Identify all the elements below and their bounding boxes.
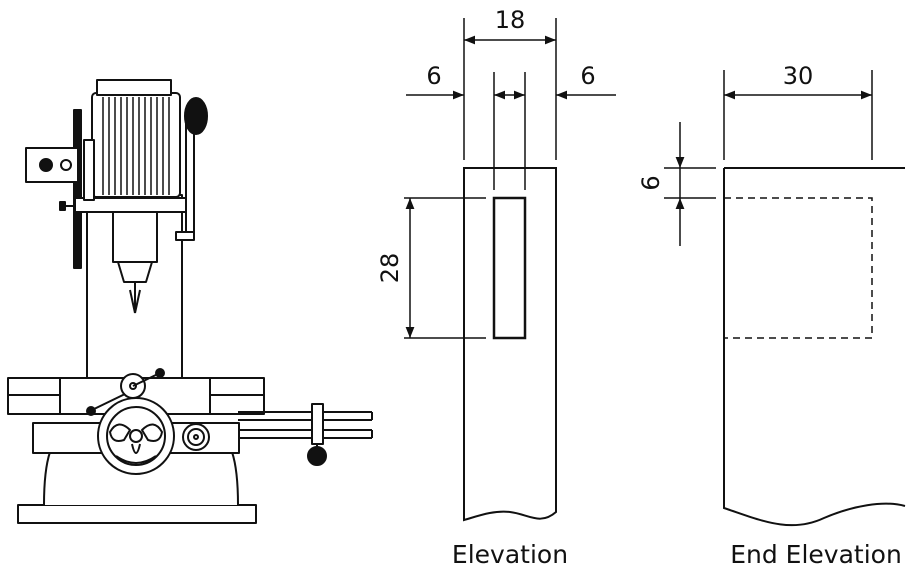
dimension-top-6: 6 bbox=[637, 175, 665, 190]
dimension-28: 28 bbox=[376, 253, 404, 284]
dimension-left-6: 6 bbox=[426, 62, 441, 90]
dimension-right-6: 6 bbox=[580, 62, 595, 90]
elevation-view bbox=[404, 18, 616, 522]
hidden-mortise-outline bbox=[724, 197, 873, 339]
end-elevation-view bbox=[664, 70, 906, 527]
caption-end-elevation: End Elevation bbox=[730, 540, 902, 569]
dimension-30: 30 bbox=[783, 62, 814, 90]
caption-elevation: Elevation bbox=[452, 540, 568, 569]
mortise-slot bbox=[492, 196, 527, 340]
mortising-machine-illustration bbox=[7, 79, 373, 524]
dimension-18: 18 bbox=[495, 6, 526, 34]
